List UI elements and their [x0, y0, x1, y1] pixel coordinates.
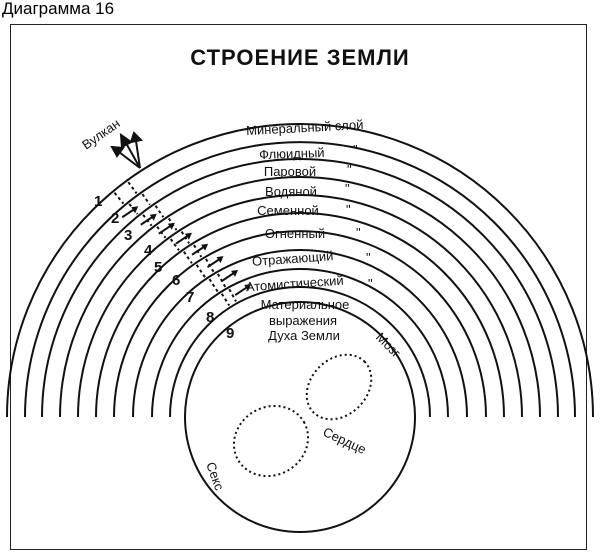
core-label-sex: Секс — [203, 460, 227, 493]
layer-arc-5 — [77, 194, 523, 418]
diagram-number-label: Диаграмма 16 — [2, 0, 115, 18]
ditto-mark-2: " — [353, 142, 358, 157]
layer-number-9: 9 — [226, 325, 234, 342]
layer-label-4: Водяной — [265, 184, 317, 199]
radial-marker — [216, 273, 227, 288]
radial-marker — [228, 288, 237, 302]
layer-number-5: 5 — [154, 259, 162, 276]
core-label-heart: Сердце — [321, 424, 369, 457]
heart-lobe — [232, 404, 310, 478]
layer-label-1: Минеральный слой — [246, 117, 364, 138]
layer-number-4: 4 — [144, 242, 153, 259]
layer-label-5: Семенной — [257, 203, 319, 218]
brain-lobe — [305, 353, 373, 421]
layer-arcs — [6, 123, 594, 418]
radial-marker — [154, 205, 165, 218]
radial-marker — [141, 193, 151, 206]
layer-arrows — [121, 206, 252, 296]
layer-label-8: Атомистический — [245, 273, 344, 295]
radial-marker — [169, 238, 180, 251]
ditto-mark-7: " — [366, 250, 371, 265]
ditto-mark-4: " — [345, 181, 350, 196]
layer-arc-9 — [151, 268, 449, 418]
layer-number-3: 3 — [124, 227, 132, 244]
layer-label-3: Паровой — [264, 164, 316, 179]
core-circle — [184, 301, 416, 533]
layer-arc-6 — [95, 212, 505, 418]
layer-arrow — [221, 269, 239, 282]
ditto-mark-6: " — [356, 225, 361, 240]
layer-arc-2 — [24, 141, 576, 418]
layer-label-9-line2: выражения — [269, 313, 337, 328]
layer-arc-4 — [59, 176, 541, 418]
layer-number-2: 2 — [111, 210, 119, 227]
layer-arrow — [234, 284, 252, 296]
layer-arrow — [158, 222, 175, 235]
diagram-title: СТРОЕНИЕ ЗЕМЛИ — [190, 45, 409, 70]
layer-arrow — [175, 232, 192, 245]
layer-label-2: Флюидный — [259, 145, 325, 162]
radial-marker — [183, 251, 193, 264]
layer-arrow — [140, 213, 157, 226]
ditto-mark-8: " — [368, 276, 373, 291]
layer-label-7: Отражающий — [252, 248, 334, 269]
layer-number-8: 8 — [206, 309, 214, 326]
volcano-arrows — [110, 131, 144, 169]
ditto-mark-5: " — [346, 202, 351, 217]
radial-marker — [113, 192, 125, 205]
layer-arrow — [206, 256, 224, 268]
layer-arrow — [191, 243, 209, 256]
radial-marker — [208, 278, 219, 293]
layer-label-9-line1: Материальное — [261, 297, 350, 312]
layer-arc-10 — [169, 286, 431, 418]
layer-arc-8 — [132, 249, 468, 418]
layer-number-6: 6 — [172, 272, 180, 289]
layer-label-6: Огненный — [265, 226, 325, 241]
layer-arc-3 — [41, 158, 559, 418]
diagram-frame — [10, 24, 587, 550]
layer-arc-1 — [6, 123, 594, 418]
layer-number-7: 7 — [186, 289, 194, 306]
layer-arrow — [121, 206, 139, 219]
radial-marker — [220, 293, 231, 307]
layer-number-1: 1 — [94, 193, 102, 210]
radial-marker — [195, 264, 206, 278]
ditto-mark-3: " — [347, 162, 352, 177]
layer-arc-7 — [113, 230, 487, 418]
layer-label-9-line3: Духа Земли — [268, 328, 340, 343]
radial-marker — [127, 181, 138, 194]
